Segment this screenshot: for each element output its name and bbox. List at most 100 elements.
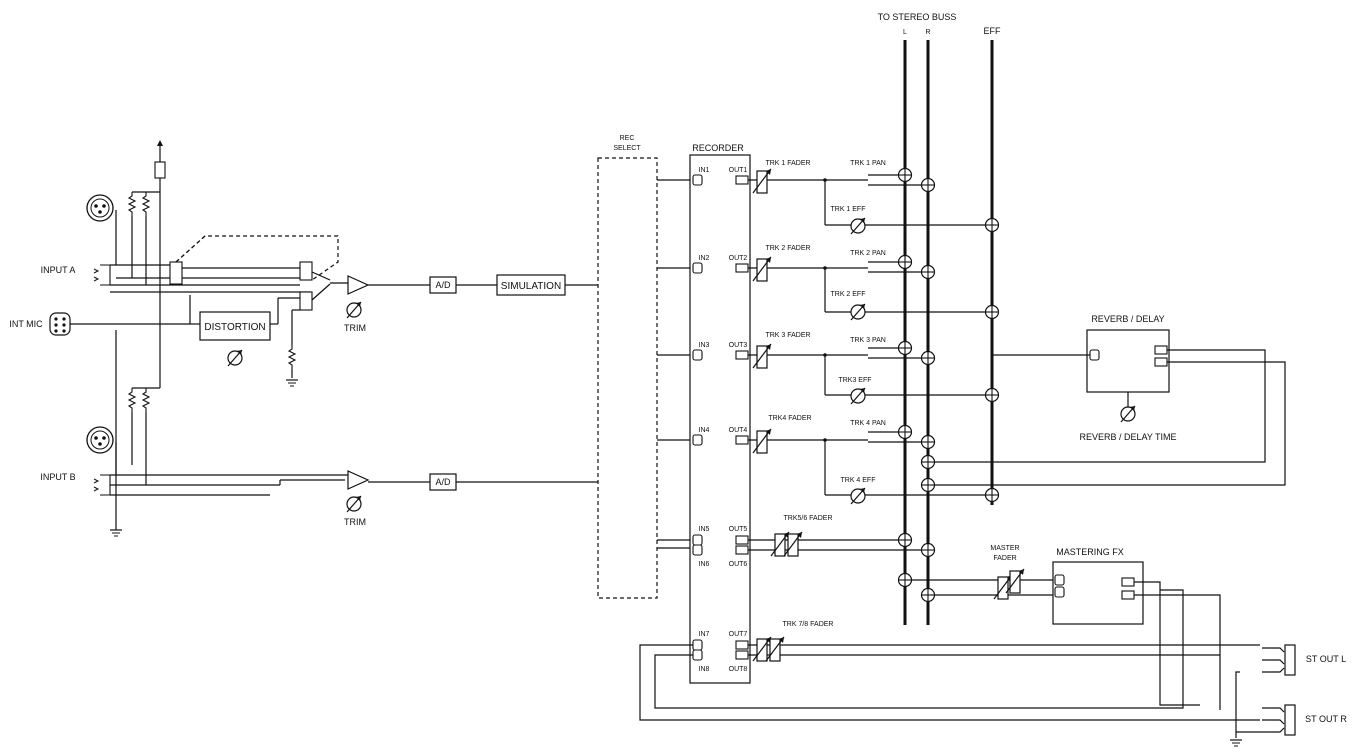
out4-label: OUT4: [729, 427, 748, 434]
trk2-sum-l: [897, 254, 913, 270]
loopback-wiring: [639, 589, 1260, 721]
input-a-amp-icon: [347, 275, 369, 295]
trk1-pan-label: TRK 1 PAN: [850, 160, 886, 167]
st-out-l-label: ST OUT L: [1306, 654, 1346, 664]
trk4-pan-label: TRK 4 PAN: [850, 420, 886, 427]
trim-a-knob-icon[interactable]: [346, 301, 362, 319]
input-switch-2[interactable]: [299, 261, 313, 281]
trk3-fader-label: TRK 3 FADER: [765, 332, 810, 339]
resistor-a1: [128, 191, 136, 217]
in3-label: IN3: [699, 342, 710, 349]
in5-label: IN5: [699, 526, 710, 533]
input-switch-3[interactable]: [299, 291, 313, 311]
trk4-fader-icon[interactable]: [752, 428, 772, 454]
out7-label: OUT7: [729, 631, 748, 638]
phantom-supply: [132, 140, 166, 389]
st-out-r-label: ST OUT R: [1305, 714, 1347, 724]
trk56-fader-label: TRK5/6 FADER: [783, 515, 832, 522]
trk56-sum-r: [920, 542, 936, 558]
trk2-eff-label: TRK 2 EFF: [830, 291, 865, 298]
ground-symbol-3: [1229, 739, 1243, 747]
in2-label: IN2: [699, 255, 710, 262]
trk2-sum-eff: [984, 304, 1000, 320]
switch-gang-link: [175, 235, 339, 281]
rec-select-label-2: SELECT: [613, 145, 641, 152]
in4-label: IN4: [699, 427, 710, 434]
track-3-strip: [748, 347, 985, 396]
mastering-out-l-wire: [1134, 581, 1200, 706]
bus-l-label: L: [903, 29, 907, 36]
track-78-strip: [748, 644, 1260, 656]
trk1-eff-knob-icon[interactable]: [850, 217, 866, 235]
mastering-out-l: [1121, 577, 1135, 587]
master-fader-r-icon[interactable]: [1005, 568, 1025, 594]
trk3-eff-knob-icon[interactable]: [850, 387, 866, 405]
out3-label: OUT3: [729, 342, 748, 349]
eff-label: EFF: [984, 26, 1002, 36]
resistor-b1: [128, 387, 136, 413]
reverb-return-sum-r2: [920, 477, 936, 493]
input-b-amp-icon: [347, 470, 369, 490]
simulation-label: SIMULATION: [501, 281, 561, 292]
st-out-r-jack-icon: [1262, 704, 1296, 736]
input-a-phone-icon: [93, 264, 111, 286]
in7-label: IN7: [699, 631, 710, 638]
trk1-fader-label: TRK 1 FADER: [765, 160, 810, 167]
trk1-sum-eff: [984, 217, 1000, 233]
reverb-delay-label: REVERB / DELAY: [1091, 314, 1164, 324]
reverb-delay-box: [1086, 329, 1170, 393]
reverb-delay-time-knob-icon[interactable]: [1120, 405, 1136, 423]
trk4-sum-r: [920, 434, 936, 450]
trk78-fader-label: TRK 7/8 FADER: [783, 621, 834, 628]
reverb-return-l: [935, 349, 1266, 463]
trk3-fader-icon[interactable]: [752, 343, 772, 369]
resistor-b2: [142, 387, 150, 413]
resistor-a2: [142, 191, 150, 217]
master-fader-label-2: FADER: [993, 555, 1016, 562]
out8-label: OUT8: [729, 666, 748, 673]
trk3-pan-label: TRK 3 PAN: [850, 337, 886, 344]
reverb-out-r-jack: [1154, 357, 1168, 367]
trk1-eff-label: TRK 1 EFF: [830, 206, 865, 213]
trim-a-label: TRIM: [344, 323, 366, 333]
trk4-sum-eff: [984, 487, 1000, 503]
input-b-phone-icon: [93, 474, 111, 496]
mastering-out-r: [1121, 590, 1135, 600]
mastering-in-r: [1054, 586, 1065, 598]
track-1-strip: [748, 174, 985, 226]
reverb-in-jack: [1089, 349, 1100, 361]
distortion-box: [199, 311, 271, 341]
trk2-fader-label: TRK 2 FADER: [765, 245, 810, 252]
trim-b-knob-icon[interactable]: [346, 495, 362, 513]
trk4-eff-knob-icon[interactable]: [850, 487, 866, 505]
in6-label: IN6: [699, 561, 710, 568]
trk2-fader-icon[interactable]: [752, 256, 772, 282]
rec-select-label-1: REC: [620, 135, 635, 142]
trk4-fader-label: TRK4 FADER: [768, 415, 811, 422]
trk1-sum-r: [920, 177, 936, 193]
ground-symbol-1: [285, 379, 299, 387]
ad-a-label: A/D: [435, 280, 451, 290]
master-sum-l: [897, 572, 913, 588]
trk2-eff-knob-icon[interactable]: [850, 303, 866, 321]
input-switch-1[interactable]: [169, 261, 183, 285]
ad-b-label: A/D: [435, 477, 451, 487]
trk1-sum-l: [897, 167, 913, 183]
trk2-pan-label: TRK 2 PAN: [850, 250, 886, 257]
reverb-return-sum-r1: [920, 454, 936, 470]
trk3-sum-eff: [984, 387, 1000, 403]
trk4-sum-l: [897, 424, 913, 440]
ground-symbol-2: [109, 529, 123, 537]
st-out-ground-wire: [1235, 671, 1240, 738]
out2-label: OUT2: [729, 255, 748, 262]
out5-label: OUT5: [729, 526, 748, 533]
recorder-box: [689, 154, 751, 684]
distortion-knob-icon[interactable]: [227, 349, 243, 367]
master-sum-r: [920, 587, 936, 603]
recorder-label: RECORDER: [692, 143, 744, 153]
trk1-fader-icon[interactable]: [752, 168, 772, 194]
mastering-out-r-wire: [1134, 594, 1221, 710]
master-fader-label-1: MASTER: [990, 545, 1019, 552]
reverb-delay-time-label: REVERB / DELAY TIME: [1079, 432, 1176, 442]
